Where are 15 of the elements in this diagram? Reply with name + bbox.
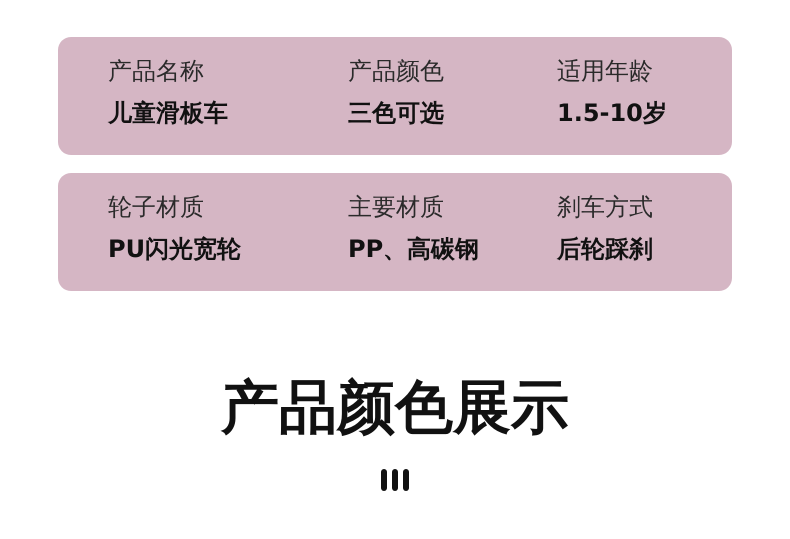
spec-value: 1.5-10岁 bbox=[557, 99, 667, 127]
spec-label: 产品名称 bbox=[108, 57, 204, 85]
spec-card bbox=[58, 37, 732, 155]
spec-label: 刹车方式 bbox=[557, 193, 653, 221]
spec-label: 轮子材质 bbox=[108, 193, 204, 221]
spec-value: 后轮踩刹 bbox=[557, 235, 653, 263]
spec-value: 三色可选 bbox=[348, 99, 444, 127]
spec-label: 主要材质 bbox=[348, 193, 444, 221]
section-title: 产品颜色展示 bbox=[220, 372, 570, 442]
spec-value: PP、高碳钢 bbox=[348, 235, 480, 263]
spec-label: 适用年龄 bbox=[557, 57, 653, 85]
spec-value: 儿童滑板车 bbox=[108, 99, 228, 127]
spec-value: PU闪光宽轮 bbox=[108, 235, 242, 263]
spec-card bbox=[58, 173, 732, 291]
spec-label: 产品颜色 bbox=[348, 57, 444, 85]
